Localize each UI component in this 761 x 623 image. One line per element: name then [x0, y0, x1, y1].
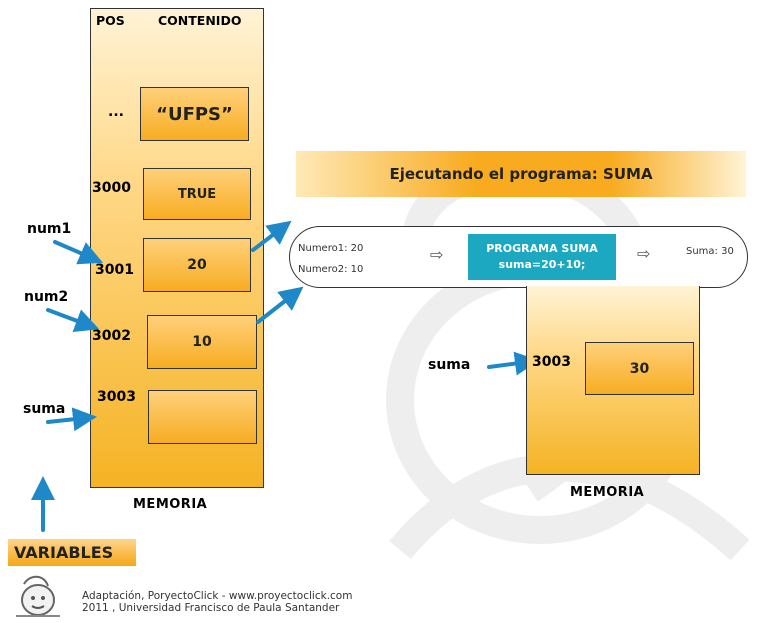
var-num1-label: num1 [27, 221, 72, 237]
footer-line-2: 2011 , Universidad Francisco de Paula Sa… [82, 602, 340, 614]
pos-3000: 3000 [92, 180, 131, 196]
logo-icon [16, 575, 60, 617]
memory-cell-20: 20 [143, 238, 251, 292]
pos-3002: 3002 [92, 328, 131, 344]
memory-label-right: Memoria [570, 485, 645, 500]
arrow-10-out [256, 286, 304, 324]
contenido-header: CONTENIDO [158, 13, 242, 28]
arrow-suma-right [487, 351, 539, 376]
footer-credits: Adaptación, PoryectoClick - www.proyecto… [82, 590, 352, 614]
program-box: PROGRAMA SUMA suma=20+10; [468, 234, 616, 280]
footer-line-1: Adaptación, PoryectoClick - www.proyecto… [82, 590, 353, 602]
memory-cell-true: TRUE [143, 168, 251, 220]
arrow-suma-left [46, 407, 97, 432]
input-numero2: Numero2: 10 [298, 264, 364, 275]
memory-cell-ufps: “UFPS” [140, 87, 249, 141]
var-suma-right-label: suma [428, 357, 471, 373]
arrow-num2 [46, 308, 100, 333]
arrow-right-icon: ⇨ [430, 245, 444, 264]
output-suma: Suma: 30 [686, 246, 734, 257]
arrow-num1 [53, 240, 104, 265]
memory-cell-10: 10 [147, 315, 257, 369]
pos-header: POS [96, 13, 125, 28]
memory-cell-empty [148, 390, 257, 444]
var-suma-label: suma [23, 401, 66, 417]
pos-3003: 3003 [97, 389, 136, 405]
execution-banner: Ejecutando el programa: SUMA [296, 151, 746, 197]
program-title: PROGRAMA SUMA [486, 242, 598, 255]
variables-caption: VARIABLES [8, 539, 136, 566]
pos-ellipsis: ... [108, 104, 124, 120]
program-code: suma=20+10; [498, 258, 586, 271]
pos-3001: 3001 [95, 262, 134, 278]
memory-label-left: Memoria [133, 497, 208, 512]
var-num2-label: num2 [24, 289, 69, 305]
arrow-20-out [251, 220, 292, 252]
pos-3003-right: 3003 [532, 354, 571, 370]
arrow-right-icon-2: ⇨ [637, 244, 651, 263]
memory-cell-30: 30 [585, 342, 694, 395]
input-numero1: Numero1: 20 [298, 243, 364, 254]
